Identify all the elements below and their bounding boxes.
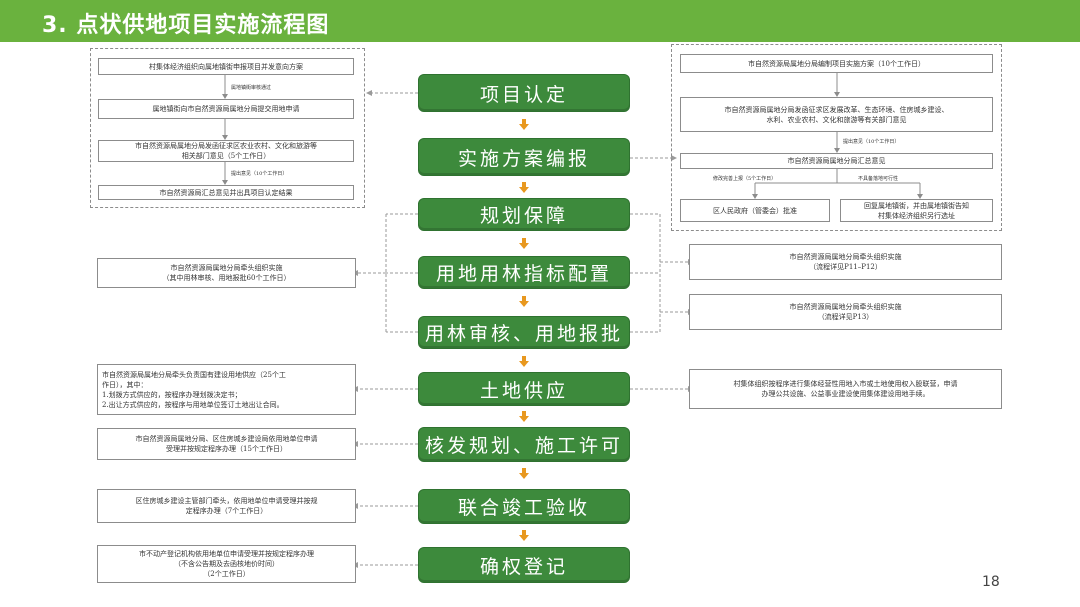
flow-arrow-7: [519, 468, 529, 479]
step-land-supply: 土地供应: [418, 372, 630, 406]
flow-arrow-2: [519, 182, 529, 193]
flow-arrow-1: [519, 119, 529, 130]
project-identification-group: [90, 48, 365, 208]
town-review-note: 属地镇街审核通过: [231, 85, 272, 91]
flow-arrow-3: [519, 238, 529, 249]
step-plan-compile: 实施方案编报: [418, 138, 630, 176]
step-forest-land-approval: 用林审核、用地报批: [418, 316, 630, 349]
page-number: 18: [982, 574, 1000, 590]
registration-left-box: 市不动产登记机构依用地单位申请受理并按规定程序办理 （不含公告期及去函核地价时间…: [97, 545, 356, 583]
infeasible-note: 不具备落地可行性: [858, 176, 899, 182]
flow-arrow-8: [519, 530, 529, 541]
flow-arrow-5: [519, 356, 529, 367]
village-apply-box: 村集体经济组织向属地镇街申报项目并发意向方案: [98, 58, 354, 75]
supply-left-box: 市自然资源局属地分局牵头负责国有建设用地供应（25个工 作日），其中： 1.划拨…: [97, 364, 356, 415]
permit-left-box: 市自然资源局属地分局、区住房城乡建设局依用地单位申请 受理并按规定程序办理（15…: [97, 428, 356, 460]
plan-compile-group: [671, 44, 1002, 231]
town-submit-box: 属地镇街向市自然资源局属地分局提交用地申请: [98, 99, 354, 119]
planning-left-box: 市自然资源局属地分局牵头组织实施 （其中用林审核、用地报批60个工作日）: [97, 258, 356, 288]
opinion-note: 提出意见（10个工作日）: [231, 171, 288, 177]
step-permit-issuance: 核发规划、施工许可: [418, 427, 630, 462]
step-joint-acceptance: 联合竣工验收: [418, 489, 630, 524]
revise-note: 修改完善上报（5个工作日）: [713, 176, 777, 182]
solicit-opinion-box: 市自然资源局属地分局发函征求区农业农村、文化和旅游等 相关部门意见（5个工作日）: [98, 140, 354, 162]
step-planning-guarantee: 规划保障: [418, 198, 630, 231]
opinion-10day-note: 提出意见（10个工作日）: [843, 139, 900, 145]
quota-right-box: 市自然资源局属地分局牵头组织实施 （流程详见P11–P12）: [689, 244, 1002, 280]
step-project-identification: 项目认定: [418, 74, 630, 112]
approval-right-box: 市自然资源局属地分局牵头组织实施 （流程详见P13）: [689, 294, 1002, 330]
reply-town-box: 回复属地镇街，并由属地镇街告知 村集体经济组织另行选址: [840, 199, 993, 222]
flow-arrow-4: [519, 296, 529, 307]
page-title: 3. 点状供地项目实施流程图: [42, 13, 330, 38]
flow-arrow-6: [519, 411, 529, 422]
step-rights-registration: 确权登记: [418, 547, 630, 583]
summary-opinion-box: 市自然资源局属地分局汇总意见: [680, 153, 993, 169]
step-quota-allocation: 用地用林指标配置: [418, 256, 630, 289]
supply-right-box: 村集体组织按程序进行集体经营性用地入市或土地使用权入股联营，申请 办理公共设施、…: [689, 369, 1002, 409]
solicit-dept-opinion-box: 市自然资源局属地分局发函征求区发展改革、生态环境、住房城乡建设、 水利、农业农村…: [680, 97, 993, 132]
header-bar: 3. 点状供地项目实施流程图: [0, 0, 1080, 42]
identification-result-box: 市自然资源局汇总意见并出具项目认定结果: [98, 185, 354, 200]
compile-plan-box: 市自然资源局属地分局编制项目实施方案（10个工作日）: [680, 54, 993, 73]
acceptance-left-box: 区住房城乡建设主管部门牵头，依用地单位申请受理并按规 定程序办理（7个工作日）: [97, 489, 356, 523]
district-approve-box: 区人民政府（管委会）批准: [680, 199, 830, 222]
